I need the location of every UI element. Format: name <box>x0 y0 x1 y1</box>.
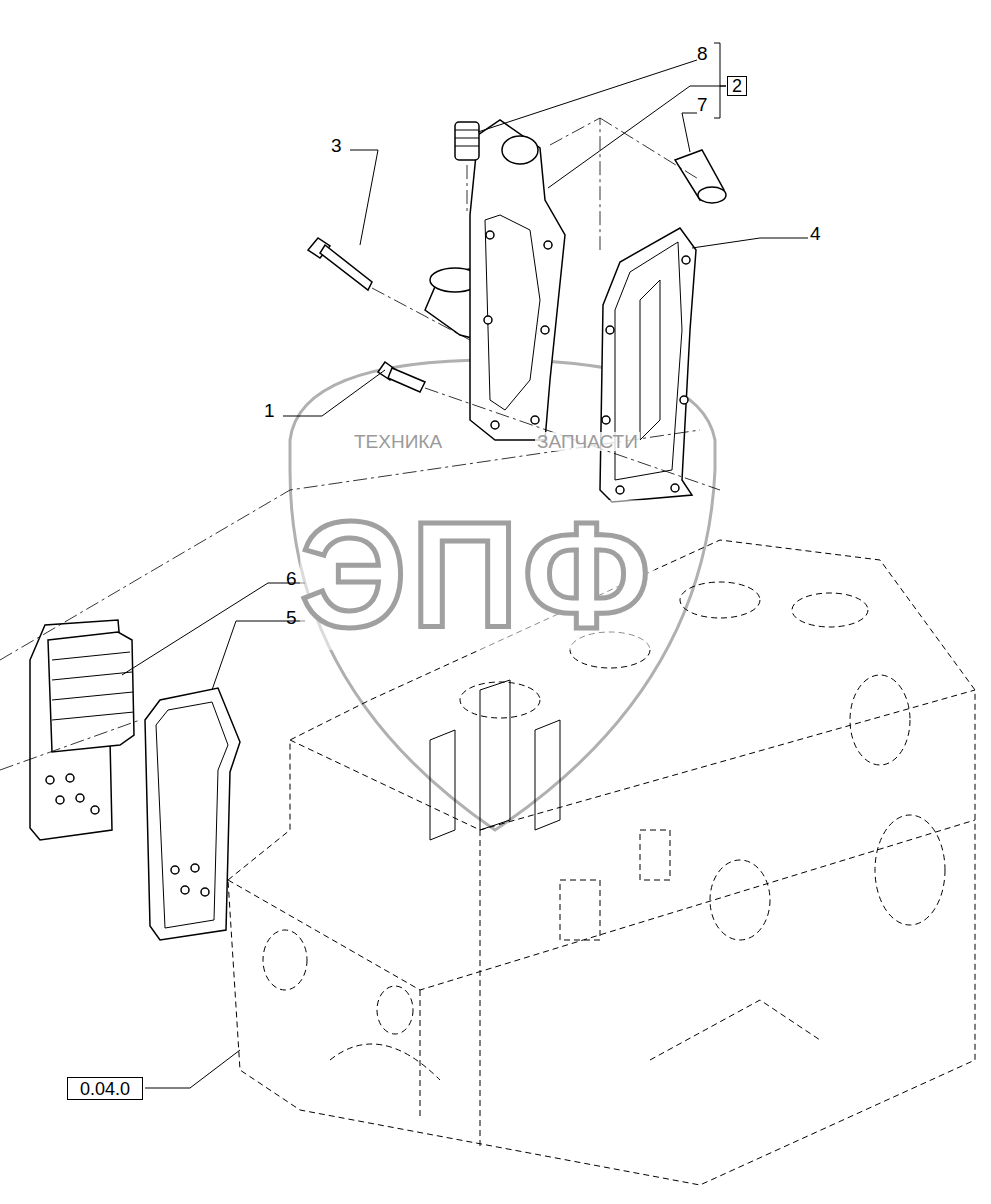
fasteners <box>308 122 726 392</box>
reference-box: 0.04.0 <box>67 1077 143 1100</box>
callout-number: 6 <box>286 569 297 588</box>
callout-number: 1 <box>264 401 275 420</box>
cooler-cover <box>425 120 565 440</box>
callout-number: 8 <box>697 44 708 63</box>
callout-number: 7 <box>697 95 708 114</box>
reference-number: 2 <box>732 77 742 95</box>
callout-number: 3 <box>331 136 342 155</box>
cooler-gasket <box>145 688 240 940</box>
valve-springs <box>430 680 560 840</box>
leader-lines <box>122 43 808 1088</box>
center-lines <box>0 118 720 770</box>
callout-number: 4 <box>810 224 821 243</box>
cover-gasket <box>600 228 696 502</box>
watermark-text: ТЕХНИКА <box>352 432 444 451</box>
reference-number: 0.04.0 <box>80 1080 130 1098</box>
watermark-logo: ЭПФ <box>300 500 655 650</box>
watermark-text: ЗАПЧАСТИ <box>535 432 640 451</box>
oil-cooler <box>30 620 134 840</box>
callout-number: 5 <box>286 608 297 627</box>
reference-box: 2 <box>727 76 747 96</box>
